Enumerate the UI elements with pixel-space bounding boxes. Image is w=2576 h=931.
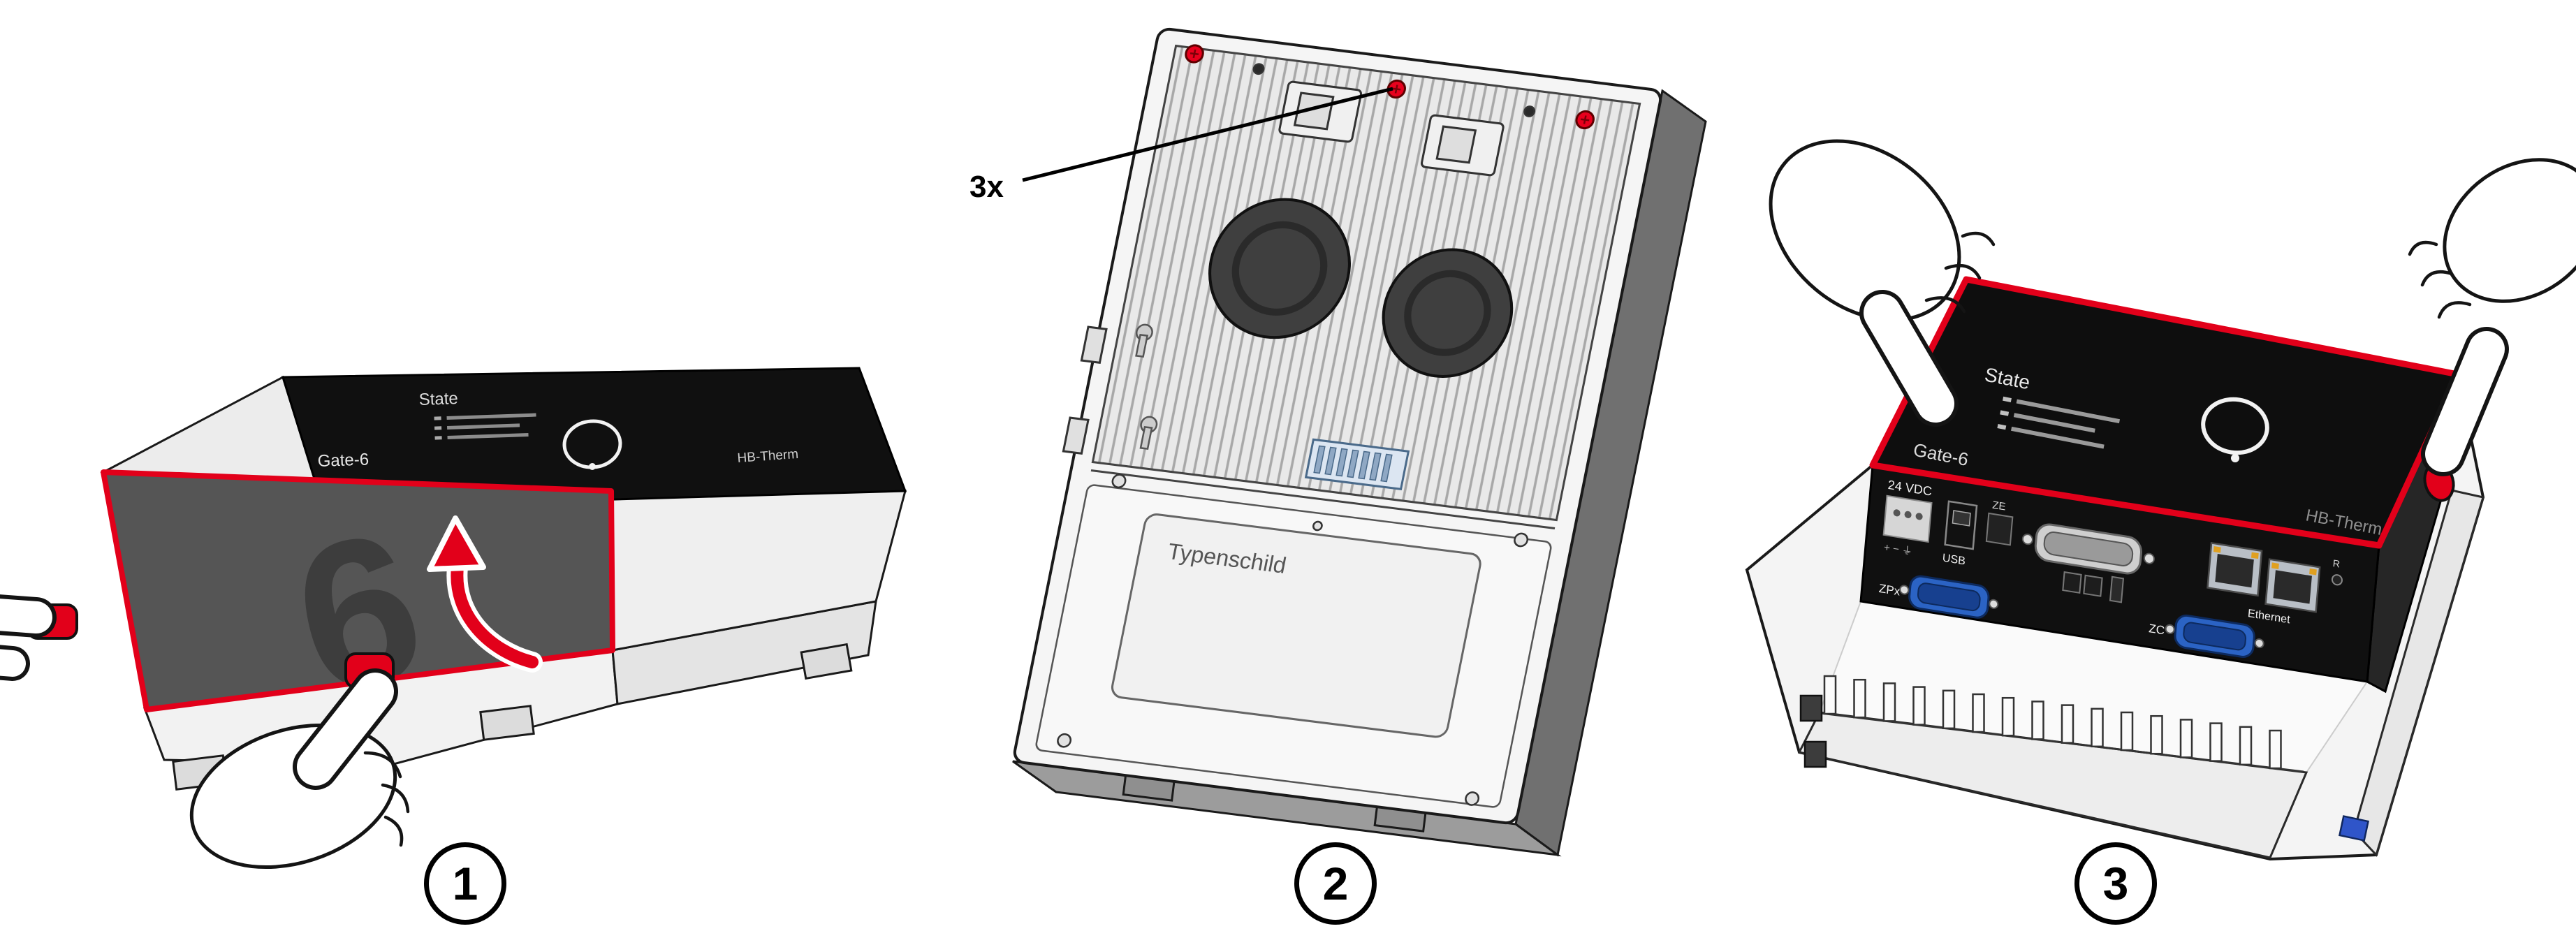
heatsink-fins — [1091, 44, 1641, 522]
power-terminal-symbols: + − ⏚ — [1883, 541, 1912, 557]
model-label: Gate-6 — [317, 450, 369, 471]
usb-port — [1944, 500, 1978, 550]
tray-blue-tab — [2339, 815, 2369, 842]
zc-label: ZC — [2149, 621, 2165, 637]
step-2-illustration: Typenschild 3x — [969, 27, 1707, 857]
screw-count-label: 3x — [969, 170, 1004, 204]
usb-label: USB — [1942, 552, 1966, 568]
cover-removal-outline — [101, 469, 615, 712]
step-3-illustration: 24 VDC + − ⏚ USB ZE ZPx — [1745, 139, 2576, 861]
round-core — [1208, 198, 1514, 378]
zc-dsub9-port — [2165, 614, 2264, 658]
power-terminal — [1882, 494, 1933, 543]
status-legend-lines — [434, 413, 536, 440]
step-number-badge: 3 — [2074, 842, 2157, 925]
zpx-label: ZPx — [1878, 581, 1901, 599]
hinge-tab — [1062, 416, 1090, 455]
step-number-badge: 2 — [1294, 842, 1377, 925]
step-1-illustration: State Gate-6 HB-Therm 6 — [0, 367, 907, 870]
cover-inner-face: Typenschild — [1013, 27, 1662, 825]
mounting-bracket — [1278, 80, 1505, 177]
hinge-tab — [1080, 325, 1108, 364]
ze-label: ZE — [1992, 499, 2007, 513]
keyhole-slot — [1135, 323, 1158, 450]
device-top-panel: State Gate-6 HB-Therm — [281, 367, 907, 509]
unit-rim-highlight — [1869, 276, 2461, 549]
led-dot — [2231, 454, 2239, 462]
nameplate-area — [1111, 513, 1481, 738]
ethernet-ports — [2207, 541, 2321, 613]
tray-latch — [1799, 694, 1827, 768]
led-dot — [589, 463, 596, 470]
red-screw-icon — [1185, 44, 1595, 130]
led-ring — [2201, 397, 2269, 455]
open-direction-arrow-icon — [427, 515, 543, 673]
control-unit: 24 VDC + − ⏚ USB ZE ZPx — [1859, 276, 2474, 694]
ze-port — [1985, 512, 2014, 546]
reset-button — [2331, 574, 2343, 586]
screw-icon — [1057, 63, 1536, 806]
zpx-dsub9-port — [1899, 575, 1999, 619]
unit-front-face: 24 VDC + − ⏚ USB ZE ZPx — [1859, 464, 2380, 683]
dsub25-port — [2021, 523, 2155, 575]
reset-label: R — [2332, 557, 2341, 569]
status-legend-lines — [1997, 396, 2121, 449]
step-number-badge: 1 — [424, 842, 506, 925]
status-label: State — [418, 389, 458, 409]
pin-connector — [1304, 438, 1410, 490]
divider-comb — [1823, 675, 2282, 770]
pointing-hand-right-icon — [2408, 158, 2576, 476]
pointing-hand-left-icon — [1769, 139, 1996, 427]
screw-callout-line — [1022, 87, 1393, 182]
pressing-hand-icon — [189, 668, 410, 870]
left-edge-hand-icon — [0, 594, 57, 681]
